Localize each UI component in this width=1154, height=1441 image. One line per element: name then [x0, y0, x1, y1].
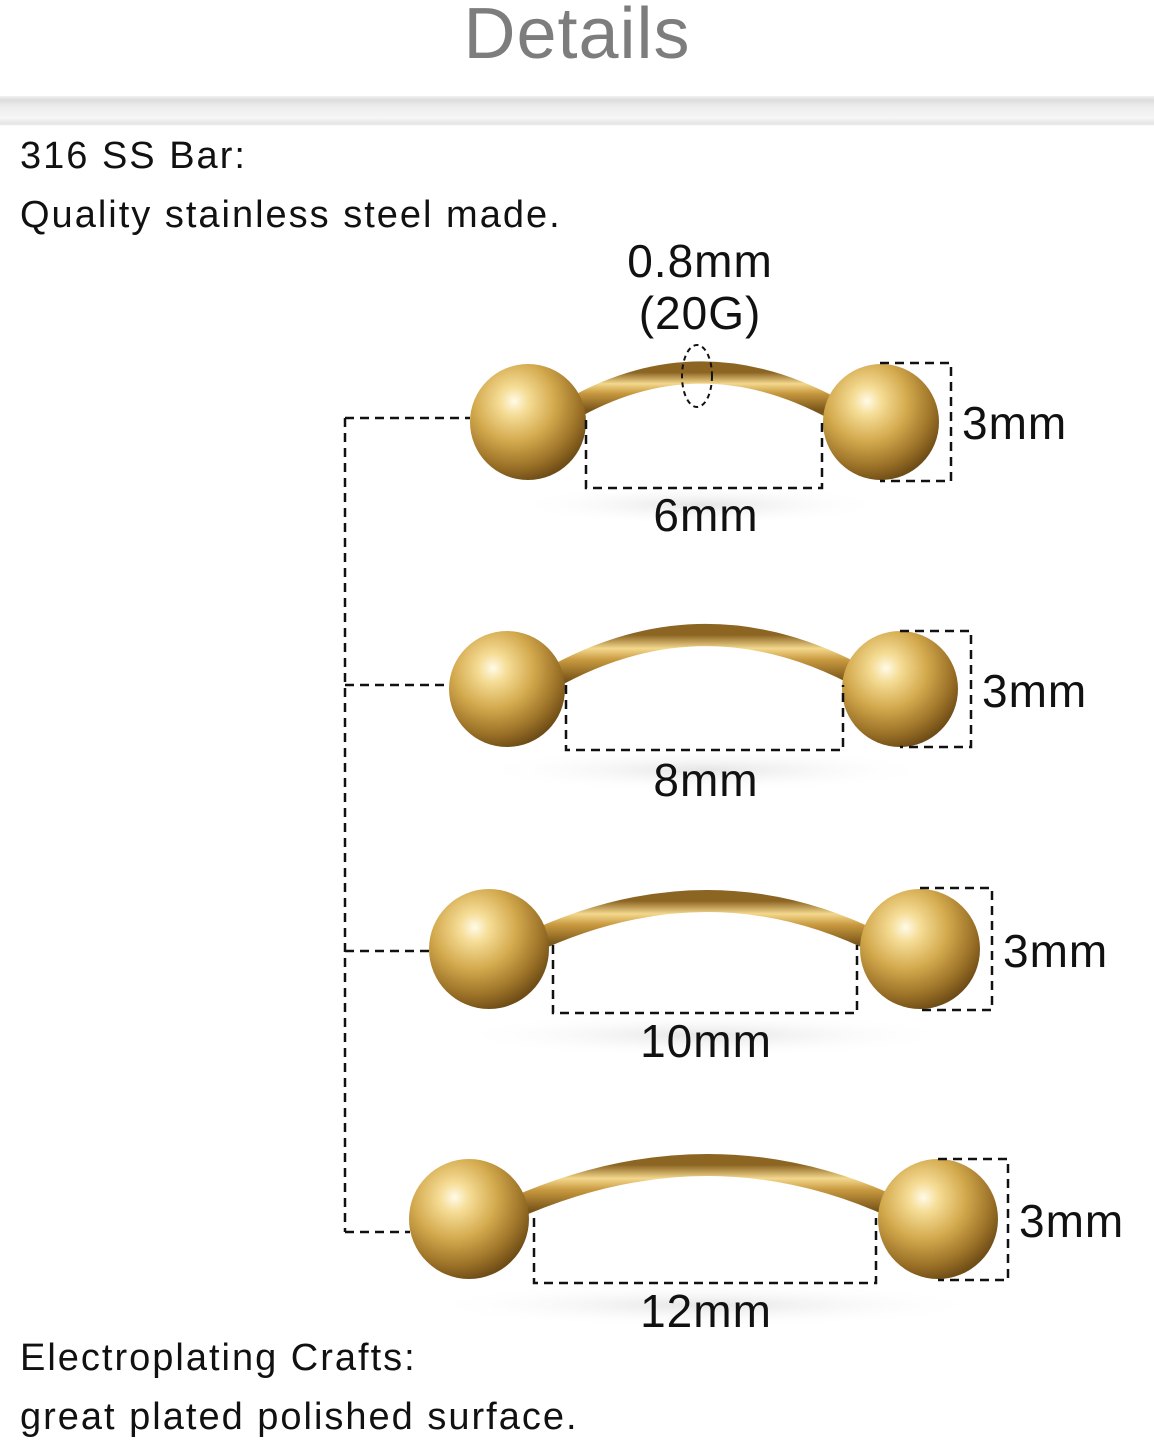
material-heading: 316 SS Bar: [20, 135, 247, 177]
ball-size-label-4: 3mm [1019, 1195, 1125, 1247]
length-label-6mm: 6mm [653, 489, 759, 541]
ball-size-label-3: 3mm [1003, 925, 1109, 977]
length-label-12mm: 12mm [640, 1285, 772, 1337]
barbell-6mm [470, 344, 953, 525]
length-label-10mm: 10mm [640, 1015, 772, 1067]
header-divider [0, 96, 1154, 126]
barbell-10mm [429, 886, 994, 1057]
plating-heading: Electroplating Crafts: [20, 1337, 417, 1379]
ball-size-label-1: 3mm [962, 397, 1068, 449]
material-description: Quality stainless steel made. [20, 194, 562, 236]
page-title: Details [463, 0, 691, 74]
bracket [343, 416, 470, 1234]
barbell-8mm [449, 624, 973, 792]
barbell-12mm [409, 1154, 1010, 1327]
ball-size-label-2: 3mm [982, 665, 1088, 717]
gauge-size-label: 0.8mm [627, 235, 773, 287]
gauge-number-label: (20G) [638, 287, 762, 339]
plating-description: great plated polished surface. [20, 1396, 579, 1438]
length-label-8mm: 8mm [653, 754, 759, 806]
